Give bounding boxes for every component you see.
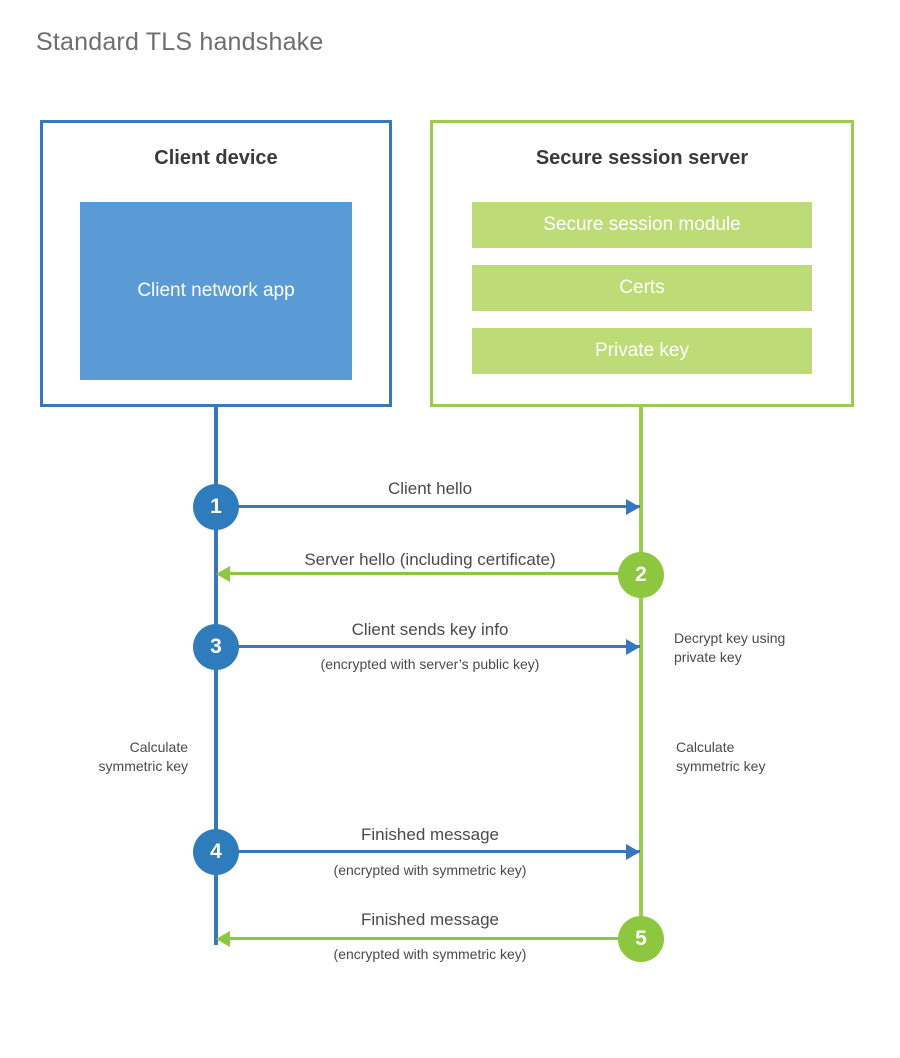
server-lifeline [639, 405, 643, 939]
arrow-step-3 [216, 645, 640, 648]
step-number-1: 1 [193, 484, 239, 530]
message-label-step-2: Server hello (including certificate) [304, 550, 556, 569]
message-sublabel-step-5: (encrypted with symmetric key) [333, 946, 527, 962]
server-module-private-key: Private key [472, 328, 812, 374]
message-label-step-5: Finished message [361, 910, 499, 929]
message-sublabel-step-4: (encrypted with symmetric key) [333, 862, 527, 878]
step-number-4: 4 [193, 829, 239, 875]
message-label-step-4: Finished message [361, 825, 499, 844]
page-title: Standard TLS handshake [36, 28, 324, 56]
note-decrypt-key: Decrypt key using private key [674, 630, 786, 665]
secure-session-server-title: Secure session server [535, 147, 749, 169]
arrow-step-5 [222, 937, 640, 940]
note-client-calculate-symmetric-key: Calculate symmetric key [98, 739, 188, 774]
client-lifeline [214, 405, 218, 945]
arrowhead-left-icon-step-5 [216, 931, 230, 947]
message-label-step-1: Client hello [387, 479, 473, 498]
message-sublabel-step-3: (encrypted with server’s public key) [320, 656, 540, 672]
arrowhead-right-icon-step-1 [626, 499, 640, 515]
client-device-box: Client device Client network app [40, 120, 392, 407]
note-server-calculate-symmetric-key: Calculate symmetric key [676, 739, 766, 774]
client-network-app-block: Client network app [80, 202, 352, 380]
client-device-title: Client device [154, 147, 278, 169]
arrow-step-2 [222, 572, 640, 575]
arrowhead-right-icon-step-3 [626, 639, 640, 655]
step-number-2: 2 [618, 552, 664, 598]
message-label-step-3: Client sends key info [351, 620, 509, 639]
arrow-step-1 [216, 505, 640, 508]
arrowhead-left-icon-step-2 [216, 566, 230, 582]
step-number-5: 5 [618, 916, 664, 962]
server-module-certs: Certs [472, 265, 812, 311]
arrowhead-right-icon-step-4 [626, 844, 640, 860]
secure-session-server-box: Secure session server Secure session mod… [430, 120, 854, 407]
arrow-step-4 [216, 850, 640, 853]
server-module-secure-session-module: Secure session module [472, 202, 812, 248]
step-number-3: 3 [193, 624, 239, 670]
